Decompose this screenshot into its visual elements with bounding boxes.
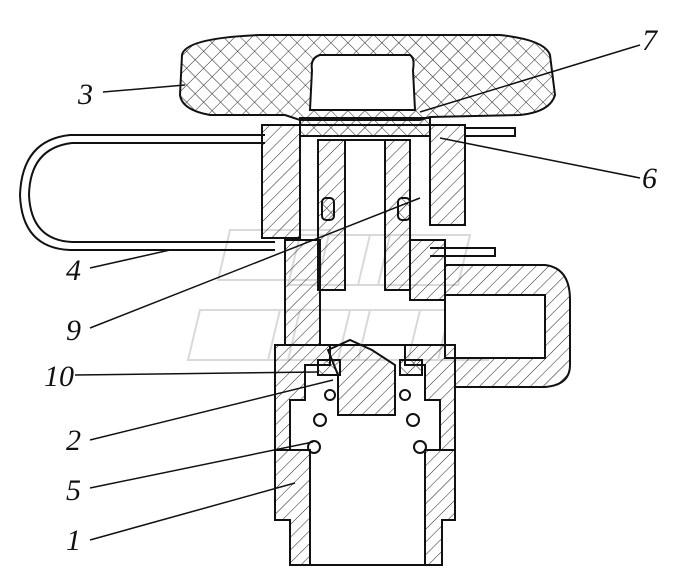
cap-nut <box>261 124 466 239</box>
wire-bail <box>18 134 275 251</box>
label-7: 7 <box>642 24 659 57</box>
label-6: 6 <box>642 162 657 195</box>
label-9: 9 <box>66 314 81 347</box>
leader-lines <box>74 44 641 541</box>
label-4: 4 <box>66 254 81 287</box>
valve-plug <box>326 338 396 416</box>
label-2: 2 <box>66 424 81 457</box>
label-1: 1 <box>66 524 81 557</box>
label-10: 10 <box>44 360 74 393</box>
spindle <box>317 139 411 291</box>
threaded-shank <box>274 449 456 566</box>
label-5: 5 <box>66 474 81 507</box>
gasket-7 <box>299 117 431 137</box>
label-3: 3 <box>77 78 93 111</box>
handwheel <box>178 34 557 121</box>
spring <box>307 389 427 454</box>
valve-body <box>274 239 571 451</box>
